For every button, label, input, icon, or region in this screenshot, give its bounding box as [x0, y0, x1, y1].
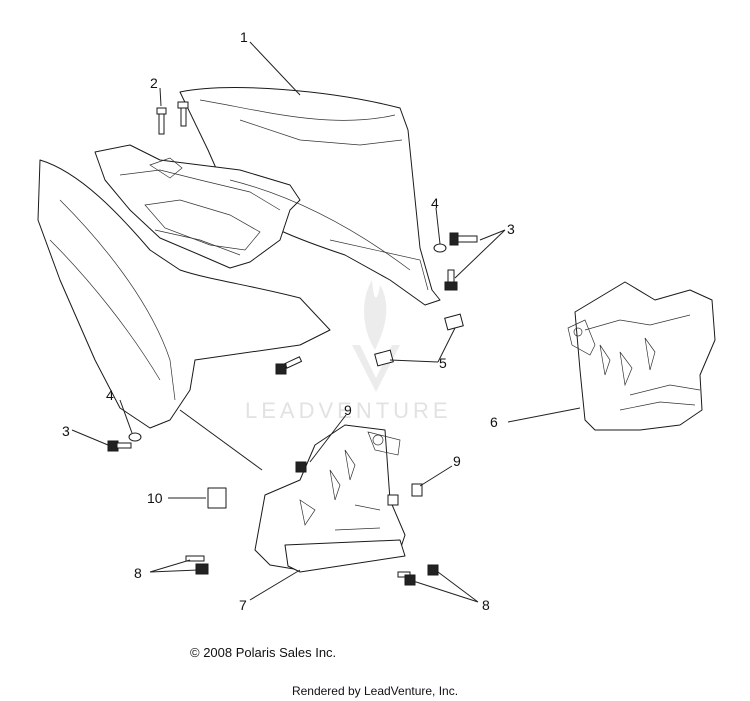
- nut-5b: [374, 349, 394, 367]
- callout-5: 5: [439, 355, 447, 371]
- callout-8: 8: [482, 597, 490, 613]
- bolt-3d: [107, 440, 132, 452]
- callout-2: 2: [150, 75, 158, 91]
- rendered-by-text: Rendered by LeadVenture, Inc.: [291, 684, 459, 698]
- leader-5: [389, 327, 456, 363]
- callout-3: 3: [62, 423, 70, 439]
- leader-6: [507, 407, 581, 423]
- bolt-8b: [397, 564, 439, 586]
- nut-9b: [387, 483, 423, 506]
- bolt-3b: [444, 269, 458, 291]
- callout-6: 6: [490, 414, 498, 430]
- callout-4: 4: [106, 387, 114, 403]
- leader-4b: [119, 399, 133, 434]
- watermark-logo: [352, 280, 400, 392]
- callout-1: 1: [240, 29, 248, 45]
- leader-2: [159, 87, 162, 107]
- leader-9b: [419, 465, 453, 487]
- bolt-2b: [177, 101, 189, 127]
- callout-4: 4: [431, 195, 439, 211]
- leader-3a: [454, 229, 506, 279]
- callout-8: 8: [134, 565, 142, 581]
- leader-3b: [71, 429, 109, 446]
- leader-7: [249, 569, 301, 601]
- callout-9: 9: [344, 402, 352, 418]
- bolt-8a: [185, 555, 209, 575]
- bolt-2a: [156, 107, 167, 135]
- copyright-text: © 2008 Polaris Sales Inc.: [190, 645, 337, 660]
- nut-9a: [295, 461, 307, 473]
- leader-fender-bracket: [179, 409, 263, 471]
- callout-9: 9: [453, 453, 461, 469]
- bracket-part-7: [254, 424, 406, 573]
- bolt-3a: [449, 232, 478, 246]
- leader-8a: [149, 559, 199, 573]
- leader-9a: [309, 414, 347, 463]
- rear-fender: [37, 87, 441, 429]
- cover-part-6: [567, 281, 716, 431]
- washer-4a: [433, 243, 447, 253]
- callout-7: 7: [239, 597, 247, 613]
- nut-5a: [444, 313, 464, 331]
- watermark-text: LEADVENTURE: [245, 398, 452, 423]
- leader-8b: [409, 571, 479, 603]
- callout-10: 10: [147, 490, 163, 506]
- leader-1: [249, 41, 301, 96]
- callout-3: 3: [507, 221, 515, 237]
- decal-part-10: [207, 487, 227, 509]
- leader-4a: [435, 207, 441, 245]
- bolt-3c: [275, 356, 303, 375]
- washer-4b: [128, 432, 142, 442]
